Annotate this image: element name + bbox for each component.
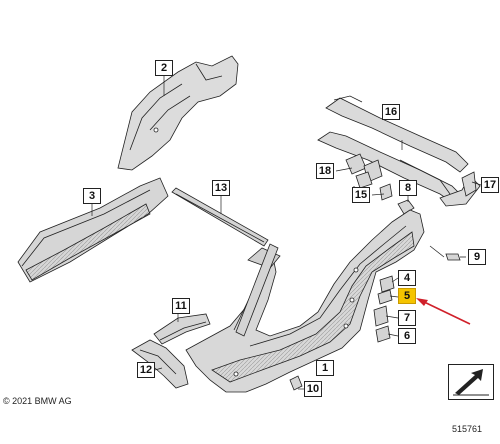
part-2-wheel-arch — [117, 55, 239, 171]
callout-17[interactable]: 17 — [481, 177, 499, 193]
callout-15[interactable]: 15 — [352, 187, 370, 203]
callout-1[interactable]: 1 — [316, 360, 334, 376]
part-10-clip — [289, 375, 303, 391]
callout-8[interactable]: 8 — [399, 180, 417, 196]
part-13-bar — [171, 187, 269, 247]
part-3-side-sill — [17, 177, 169, 283]
callout-11[interactable]: 11 — [172, 298, 190, 314]
diagram-id: 515761 — [452, 424, 483, 434]
part-11-panel — [153, 313, 211, 345]
callout-7[interactable]: 7 — [398, 310, 416, 326]
part-9-bolt — [445, 253, 466, 261]
callout-18[interactable]: 18 — [316, 163, 334, 179]
part-8-15-pieces — [379, 183, 415, 223]
callout-9[interactable]: 9 — [468, 249, 486, 265]
callout-6[interactable]: 6 — [398, 328, 416, 344]
callout-12[interactable]: 12 — [137, 362, 155, 378]
callout-5-highlighted[interactable]: 5 — [398, 288, 416, 304]
red-arrow-icon — [416, 298, 471, 325]
callout-2[interactable]: 2 — [155, 60, 173, 76]
arrow-icon — [453, 369, 489, 396]
part-18-brackets — [345, 153, 383, 196]
part-1-pillar — [235, 243, 279, 337]
nav-arrow-button[interactable] — [448, 364, 494, 400]
callout-13[interactable]: 13 — [212, 180, 230, 196]
callout-16[interactable]: 16 — [382, 104, 400, 120]
parts-4-7-pieces — [373, 275, 395, 343]
callout-3[interactable]: 3 — [83, 188, 101, 204]
callout-10[interactable]: 10 — [304, 381, 322, 397]
callout-4[interactable]: 4 — [398, 270, 416, 286]
copyright-text: © 2021 BMW AG — [3, 396, 72, 406]
part-17-bracket — [461, 171, 477, 197]
